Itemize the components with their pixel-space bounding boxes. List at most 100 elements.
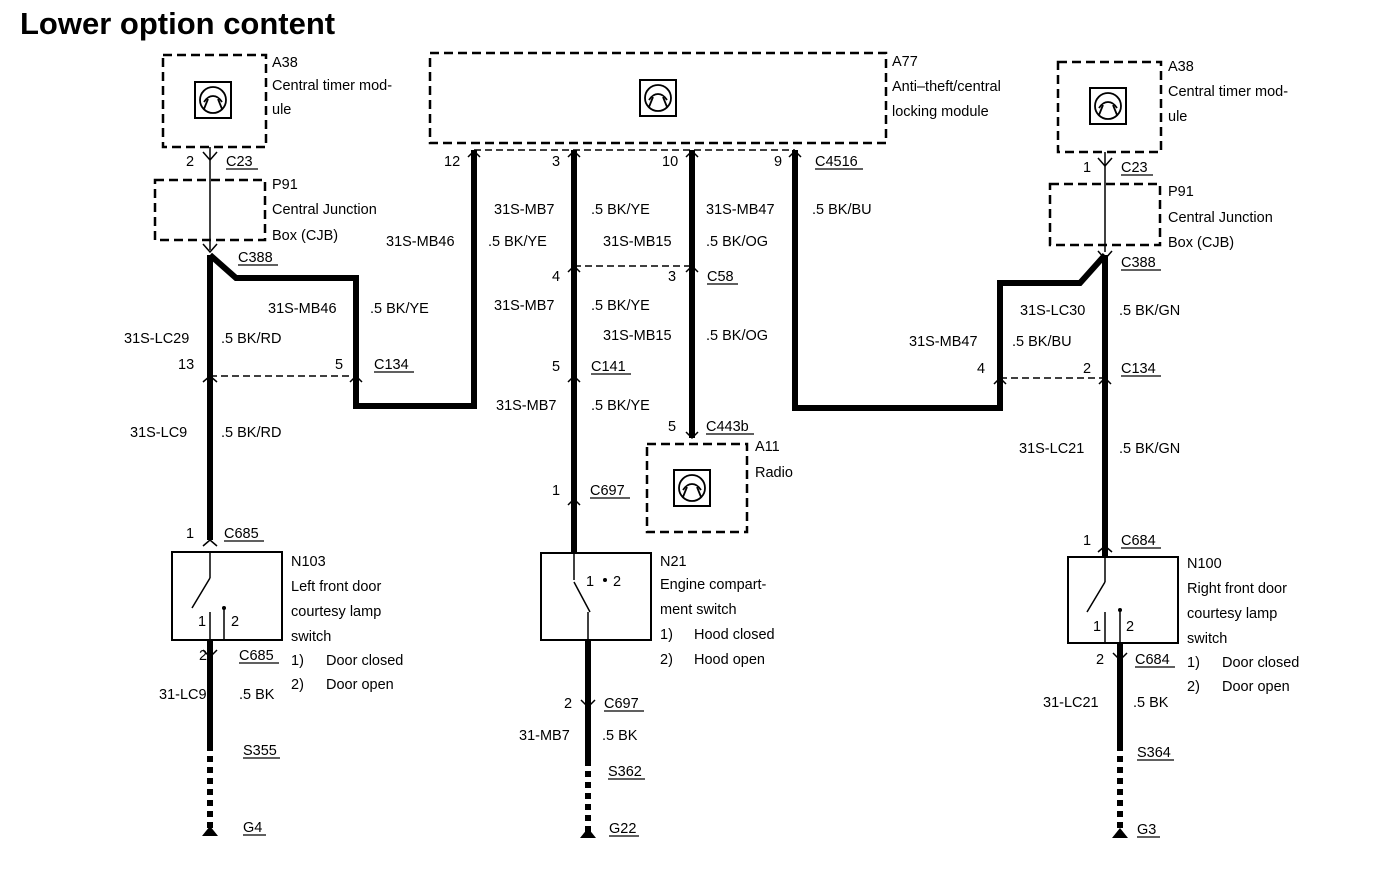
p91-left-id: P91 xyxy=(272,177,298,193)
svg-text:.5 BK/YE: .5 BK/YE xyxy=(370,301,429,317)
n103-note-2-text: Door open xyxy=(326,677,394,693)
svg-text:31S-MB46: 31S-MB46 xyxy=(386,234,455,250)
connector-arrows xyxy=(202,149,1128,709)
n100-note-2: 2) xyxy=(1187,679,1200,695)
svg-text:10: 10 xyxy=(662,154,678,170)
a11-radio-box xyxy=(645,442,749,534)
n21-pin-1: 1 xyxy=(586,574,594,590)
connector-c134-right: C134 xyxy=(1121,361,1156,377)
svg-text:.5 BK/YE: .5 BK/YE xyxy=(488,234,547,250)
svg-text:.5 BK/YE: .5 BK/YE xyxy=(591,202,650,218)
svg-text:31S-LC30: 31S-LC30 xyxy=(1020,303,1085,319)
g3-ground-symbol xyxy=(1112,828,1128,838)
svg-text:.5 BK/OG: .5 BK/OG xyxy=(706,328,768,344)
n21-switch-box xyxy=(540,552,652,641)
svg-text:.5 BK/YE: .5 BK/YE xyxy=(591,298,650,314)
connector-c58: C58 xyxy=(707,269,734,285)
a77-module-box xyxy=(428,51,888,145)
n100-desc-3: switch xyxy=(1187,631,1227,647)
svg-text:.5 BK: .5 BK xyxy=(602,728,638,744)
ground-g22: G22 xyxy=(609,821,636,837)
connector-c697-top: C697 xyxy=(590,483,625,499)
svg-text:31S-LC9: 31S-LC9 xyxy=(130,425,187,441)
svg-text:31S-MB46: 31S-MB46 xyxy=(268,301,337,317)
n21-note-2-text: Hood open xyxy=(694,652,765,668)
svg-text:9: 9 xyxy=(774,154,782,170)
connector-c388-left: C388 xyxy=(238,250,273,266)
n103-pin-1: 1 xyxy=(198,614,206,630)
n100-desc-1: Right front door xyxy=(1187,581,1287,597)
svg-text:31S-LC29: 31S-LC29 xyxy=(124,331,189,347)
svg-text:5: 5 xyxy=(552,359,560,375)
svg-text:2: 2 xyxy=(1083,361,1091,377)
svg-text:.5 BK/GN: .5 BK/GN xyxy=(1119,303,1180,319)
connector-c388-right: C388 xyxy=(1121,255,1156,271)
svg-text:.5 BK/YE: .5 BK/YE xyxy=(591,398,650,414)
svg-text:31-MB7: 31-MB7 xyxy=(519,728,570,744)
connector-c4516: C4516 xyxy=(815,154,858,170)
a38-left-desc-2: ule xyxy=(272,102,291,118)
wire-labels: 31S-MB46 .5 BK/YE 31S-MB46 .5 BK/YE 31S-… xyxy=(124,202,1180,744)
n100-id: N100 xyxy=(1187,556,1222,572)
svg-text:3: 3 xyxy=(668,269,676,285)
svg-text:1: 1 xyxy=(186,526,194,542)
n103-pin-2: 2 xyxy=(231,614,239,630)
a38-left-id: A38 xyxy=(272,55,298,71)
connector-c685-top: C685 xyxy=(224,526,259,542)
svg-text:4: 4 xyxy=(977,361,985,377)
svg-text:.5 BK/RD: .5 BK/RD xyxy=(221,425,281,441)
p91-left-desc-2: Box (CJB) xyxy=(272,228,338,244)
a38-left-module-box xyxy=(161,53,268,149)
svg-text:2: 2 xyxy=(186,154,194,170)
page-title: Lower option content xyxy=(20,6,335,41)
n21-note-1: 1) xyxy=(660,627,673,643)
n100-pin-2: 2 xyxy=(1126,619,1134,635)
svg-text:31S-LC21: 31S-LC21 xyxy=(1019,441,1084,457)
n100-note-1-text: Door closed xyxy=(1222,655,1299,671)
svg-text:.5 BK/OG: .5 BK/OG xyxy=(706,234,768,250)
svg-text:.5 BK/GN: .5 BK/GN xyxy=(1119,441,1180,457)
n21-desc-1: Engine compart- xyxy=(660,577,767,593)
svg-text:31S-MB7: 31S-MB7 xyxy=(494,202,554,218)
connector-c141: C141 xyxy=(591,359,626,375)
ground-g3: G3 xyxy=(1137,822,1156,838)
connector-labels: C23 C23 C388 C388 C4516 C58 C134 C141 C1… xyxy=(224,154,1175,838)
svg-text:13: 13 xyxy=(178,357,194,373)
a38-right-module-icon xyxy=(1089,87,1127,125)
svg-text:31-LC9: 31-LC9 xyxy=(159,687,207,703)
svg-text:5: 5 xyxy=(668,419,676,435)
svg-text:5: 5 xyxy=(335,357,343,373)
n21-switch-blade xyxy=(573,581,591,613)
svg-text:2: 2 xyxy=(564,696,572,712)
a11-radio-icon xyxy=(673,469,711,507)
wire-mb46 xyxy=(208,150,477,409)
a77-id: A77 xyxy=(892,54,918,70)
n100-note-2-text: Door open xyxy=(1222,679,1290,695)
n21-desc-2: ment switch xyxy=(660,602,737,618)
n100-switch-blade xyxy=(1086,581,1106,613)
a38-right-module-box xyxy=(1056,60,1163,154)
pin-numbers: 2 1 12 3 10 9 4 3 13 5 5 4 2 5 1 2 1 2 1… xyxy=(178,154,1104,712)
connector-c684-top: C684 xyxy=(1121,533,1156,549)
svg-text:3: 3 xyxy=(552,154,560,170)
connector-c685-bottom: C685 xyxy=(239,648,274,664)
n21-pin-2: 2 xyxy=(613,574,621,590)
g4-ground-symbol xyxy=(202,826,218,836)
wire-mb47 xyxy=(792,150,1108,411)
svg-text:.5 BK: .5 BK xyxy=(239,687,275,703)
n21-note-1-text: Hood closed xyxy=(694,627,775,643)
svg-text:.5 BK/BU: .5 BK/BU xyxy=(812,202,872,218)
svg-text:31S-MB7: 31S-MB7 xyxy=(496,398,556,414)
n21-id: N21 xyxy=(660,554,687,570)
ground-g4: G4 xyxy=(243,820,262,836)
connector-c684-bottom: C684 xyxy=(1135,652,1170,668)
n103-note-1-text: Door closed xyxy=(326,653,403,669)
svg-text:2: 2 xyxy=(199,648,207,664)
n21-note-2: 2) xyxy=(660,652,673,668)
a11-desc: Radio xyxy=(755,465,793,481)
connector-c134-left: C134 xyxy=(374,357,409,373)
n103-id: N103 xyxy=(291,554,326,570)
splice-s362: S362 xyxy=(608,764,642,780)
n100-desc-2: courtesy lamp xyxy=(1187,606,1277,622)
